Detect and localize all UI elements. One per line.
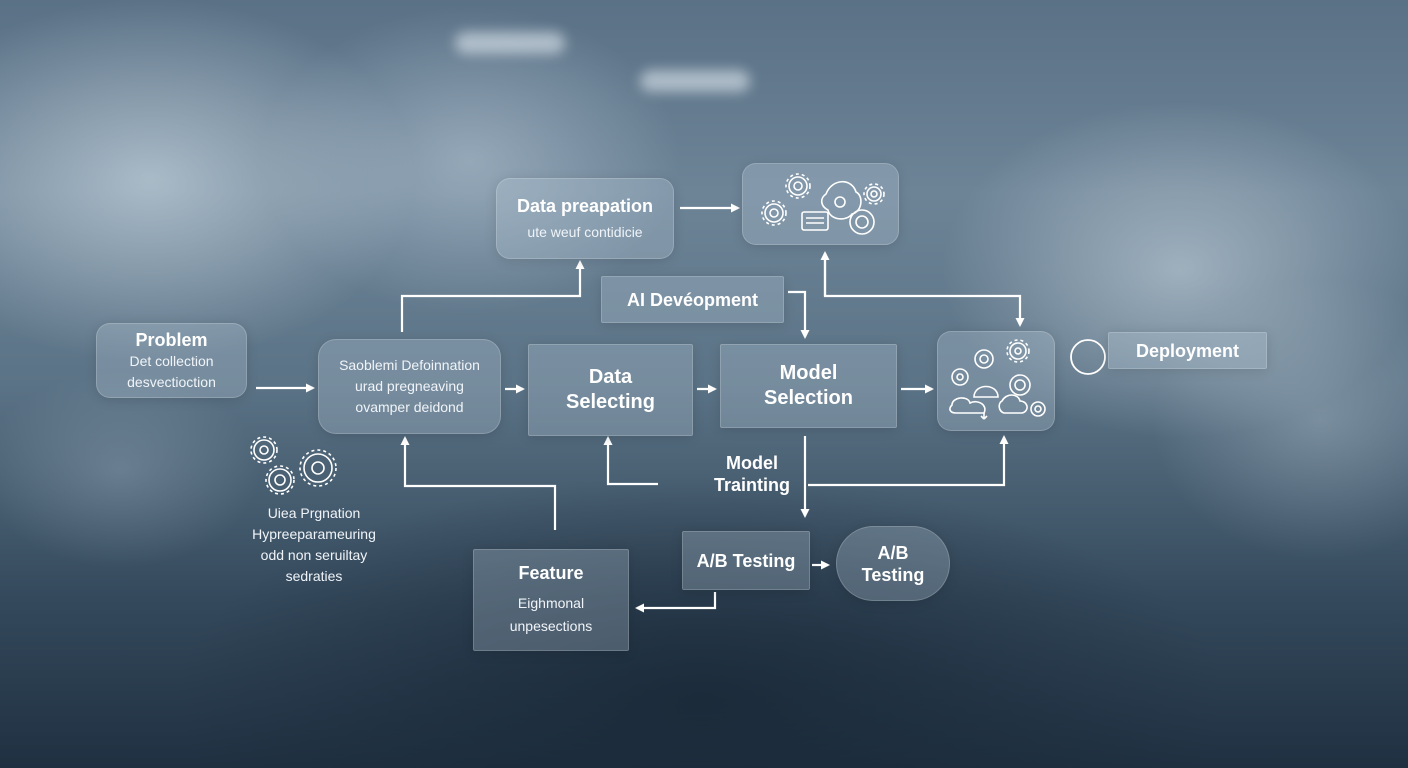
model-training-line: Model [726, 453, 778, 473]
data-preparation-subtitle: ute weuf contidicie [527, 223, 643, 240]
data-selecting-title: Data [588, 366, 633, 388]
light-streak [455, 32, 565, 54]
gear-machine-node[interactable] [937, 331, 1055, 431]
ui-preparation-line: Hypreeparameuring [252, 526, 376, 542]
gear-machine-icon [949, 339, 1046, 420]
feature-title: Feature [518, 563, 584, 583]
arrow-training-to-dataselecting [603, 436, 658, 486]
definition-line: ovamper deidond [355, 399, 464, 415]
data-preparation-title: Data preapation [516, 195, 654, 216]
ab-testing-box-title: A/B Testing [696, 550, 796, 571]
feature-node[interactable]: Feature Eighmonal unpesections [473, 549, 629, 651]
ab-testing-pill[interactable]: A/B Testing [836, 526, 950, 601]
ai-development-node[interactable]: AI Devéopment [601, 276, 784, 323]
arrow-training-to-machine [808, 435, 1009, 487]
model-selection-node[interactable]: Model Selection [720, 344, 897, 428]
gear-pair-icon [250, 436, 337, 495]
definition-line: urad pregneaving [355, 378, 464, 394]
arrow-aidev-to-modelselection [788, 290, 810, 339]
data-selecting-node[interactable]: Data Selecting [528, 344, 693, 436]
data-selecting-title: Selecting [566, 391, 655, 413]
arrow-gears-to-deployment [823, 253, 1025, 327]
feature-line: unpesections [509, 618, 593, 634]
arrow-definition-to-preparation [400, 260, 585, 332]
arrow-ab-to-feature [635, 592, 717, 613]
circle-icon [1070, 339, 1106, 375]
ui-preparation-line: sedraties [285, 568, 343, 584]
model-training-line: Trainting [714, 475, 790, 495]
feature-line: Eighmonal [517, 595, 585, 611]
problem-line: desvectioction [127, 373, 216, 390]
ab-testing-pill-line: A/B [877, 542, 909, 563]
ab-testing-pill-line: Testing [861, 564, 925, 585]
definition-line: Saoblemi Defoinnation [339, 357, 480, 373]
ai-development-title: AI Devéopment [626, 289, 759, 310]
model-training-label: Model Trainting [680, 452, 824, 496]
arrow-up-to-definition [400, 436, 557, 530]
problem-title: Problem [135, 329, 208, 350]
ui-preparation-text: Uiea Prgnation Hypreeparameuring odd non… [234, 503, 394, 587]
ab-testing-box[interactable]: A/B Testing [682, 531, 810, 590]
deployment-title: Deployment [1135, 340, 1240, 361]
deployment-node[interactable]: Deployment [1108, 332, 1267, 369]
problem-node[interactable]: Problem Det collection desvectioction [96, 323, 247, 398]
ui-preparation-line: odd non seruiltay [260, 547, 368, 563]
problem-definition-node[interactable]: Saoblemi Defoinnation urad pregneaving o… [318, 339, 501, 434]
model-selection-title: Model [779, 362, 838, 384]
problem-line: Det collection [129, 352, 214, 369]
gear-cluster-icon [760, 173, 885, 235]
data-preparation-node[interactable]: Data preapation ute weuf contidicie [496, 178, 674, 259]
gear-cluster-node[interactable] [742, 163, 899, 245]
model-selection-title: Selection [764, 387, 853, 409]
ui-preparation-line: Uiea Prgnation [267, 505, 361, 521]
light-streak [640, 70, 750, 92]
